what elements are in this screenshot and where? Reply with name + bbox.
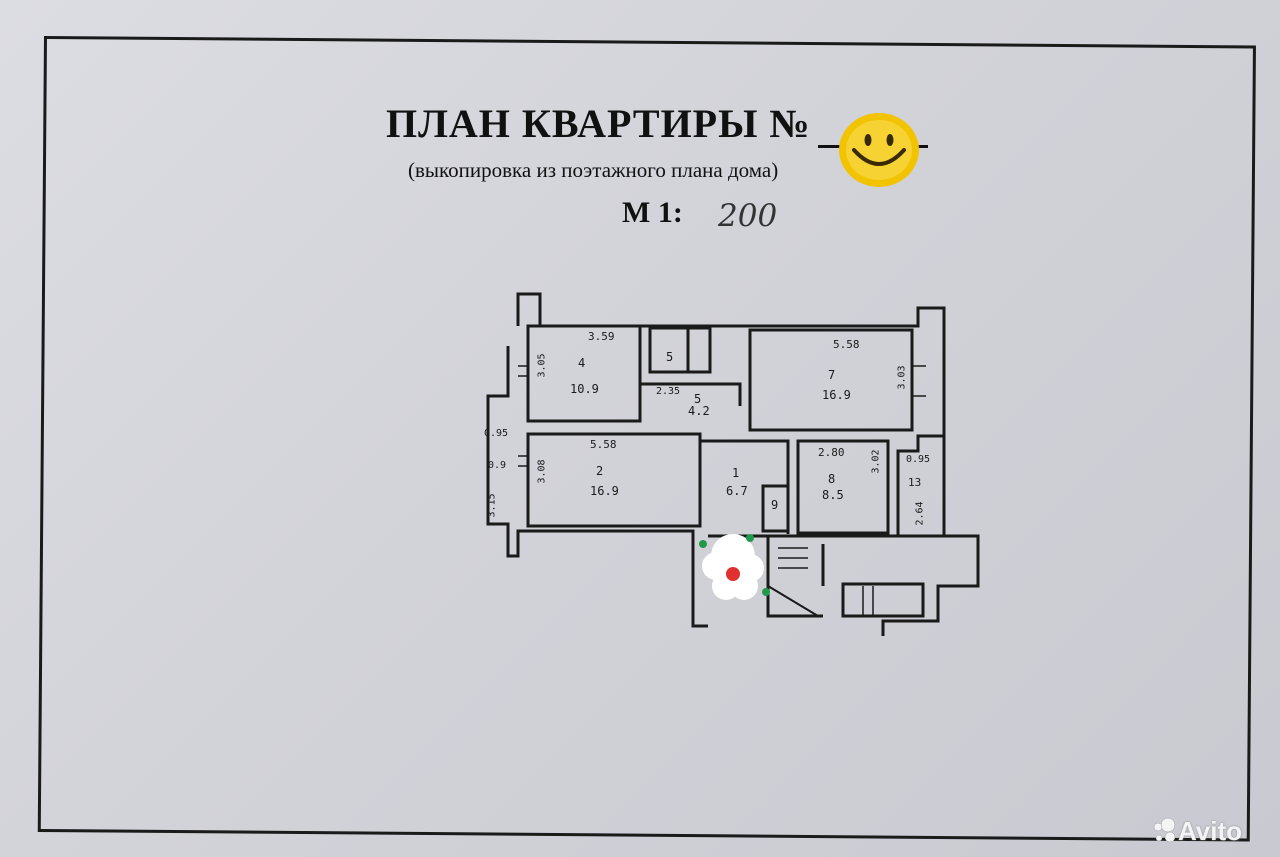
left-dim-mid: 0.9 [488,460,507,471]
room-13-dim-side: 2.64 [914,501,926,526]
room-4-dim-side: 3.05 [536,353,548,378]
room-2-area: 16.9 [590,484,619,498]
room-2-dim-side: 3.08 [536,459,548,484]
room-4-number: 4 [578,356,586,370]
room-7-area: 16.9 [822,388,851,402]
room-7-dim-top: 5.58 [833,338,860,351]
room-8-area: 8.5 [822,488,844,502]
plan-labels: 3.59 4 10.9 3.05 5 2.35 5 4.2 5.58 7 16.… [478,286,988,646]
room-13-dim-top: 0.95 [906,454,931,465]
left-dim-top: 0.95 [484,428,509,439]
room-1-area: 6.7 [726,484,748,498]
room-8-dim-top: 2.80 [818,446,845,459]
room-2-dim-top: 5.58 [590,438,617,451]
room-7-number: 7 [828,368,836,382]
room-5-number: 5 [694,392,702,406]
room-8-dim-side: 3.02 [870,449,882,474]
smiley-sticker-icon [839,113,919,187]
flower-sticker-icon [699,534,770,600]
room-4-area: 10.9 [570,382,599,396]
bath-number: 5 [666,350,674,364]
room-1-number: 1 [732,466,740,480]
scale-label: М 1: [622,196,683,229]
avito-logo-icon [1153,817,1176,843]
scale-value: 200 [718,198,778,234]
room-2-number: 2 [596,464,604,478]
page-subtitle: (выкопировка из поэтажного плана дома) [408,158,779,182]
room-8-number: 8 [828,472,836,486]
room-4-dim-top: 3.59 [588,330,615,343]
avito-watermark: Avito [1178,816,1243,846]
room-7-dim-side: 3.03 [896,365,908,390]
left-dim-bottom: 3.15 [486,493,498,518]
floor-plan [486,292,980,636]
room-13-number: 13 [908,476,922,489]
room-5-area: 4.2 [688,404,710,418]
room-5-dim-side: 2.35 [656,386,681,397]
closet-number: 9 [771,498,779,512]
page-title: ПЛАН КВАРТИРЫ № [386,101,811,146]
